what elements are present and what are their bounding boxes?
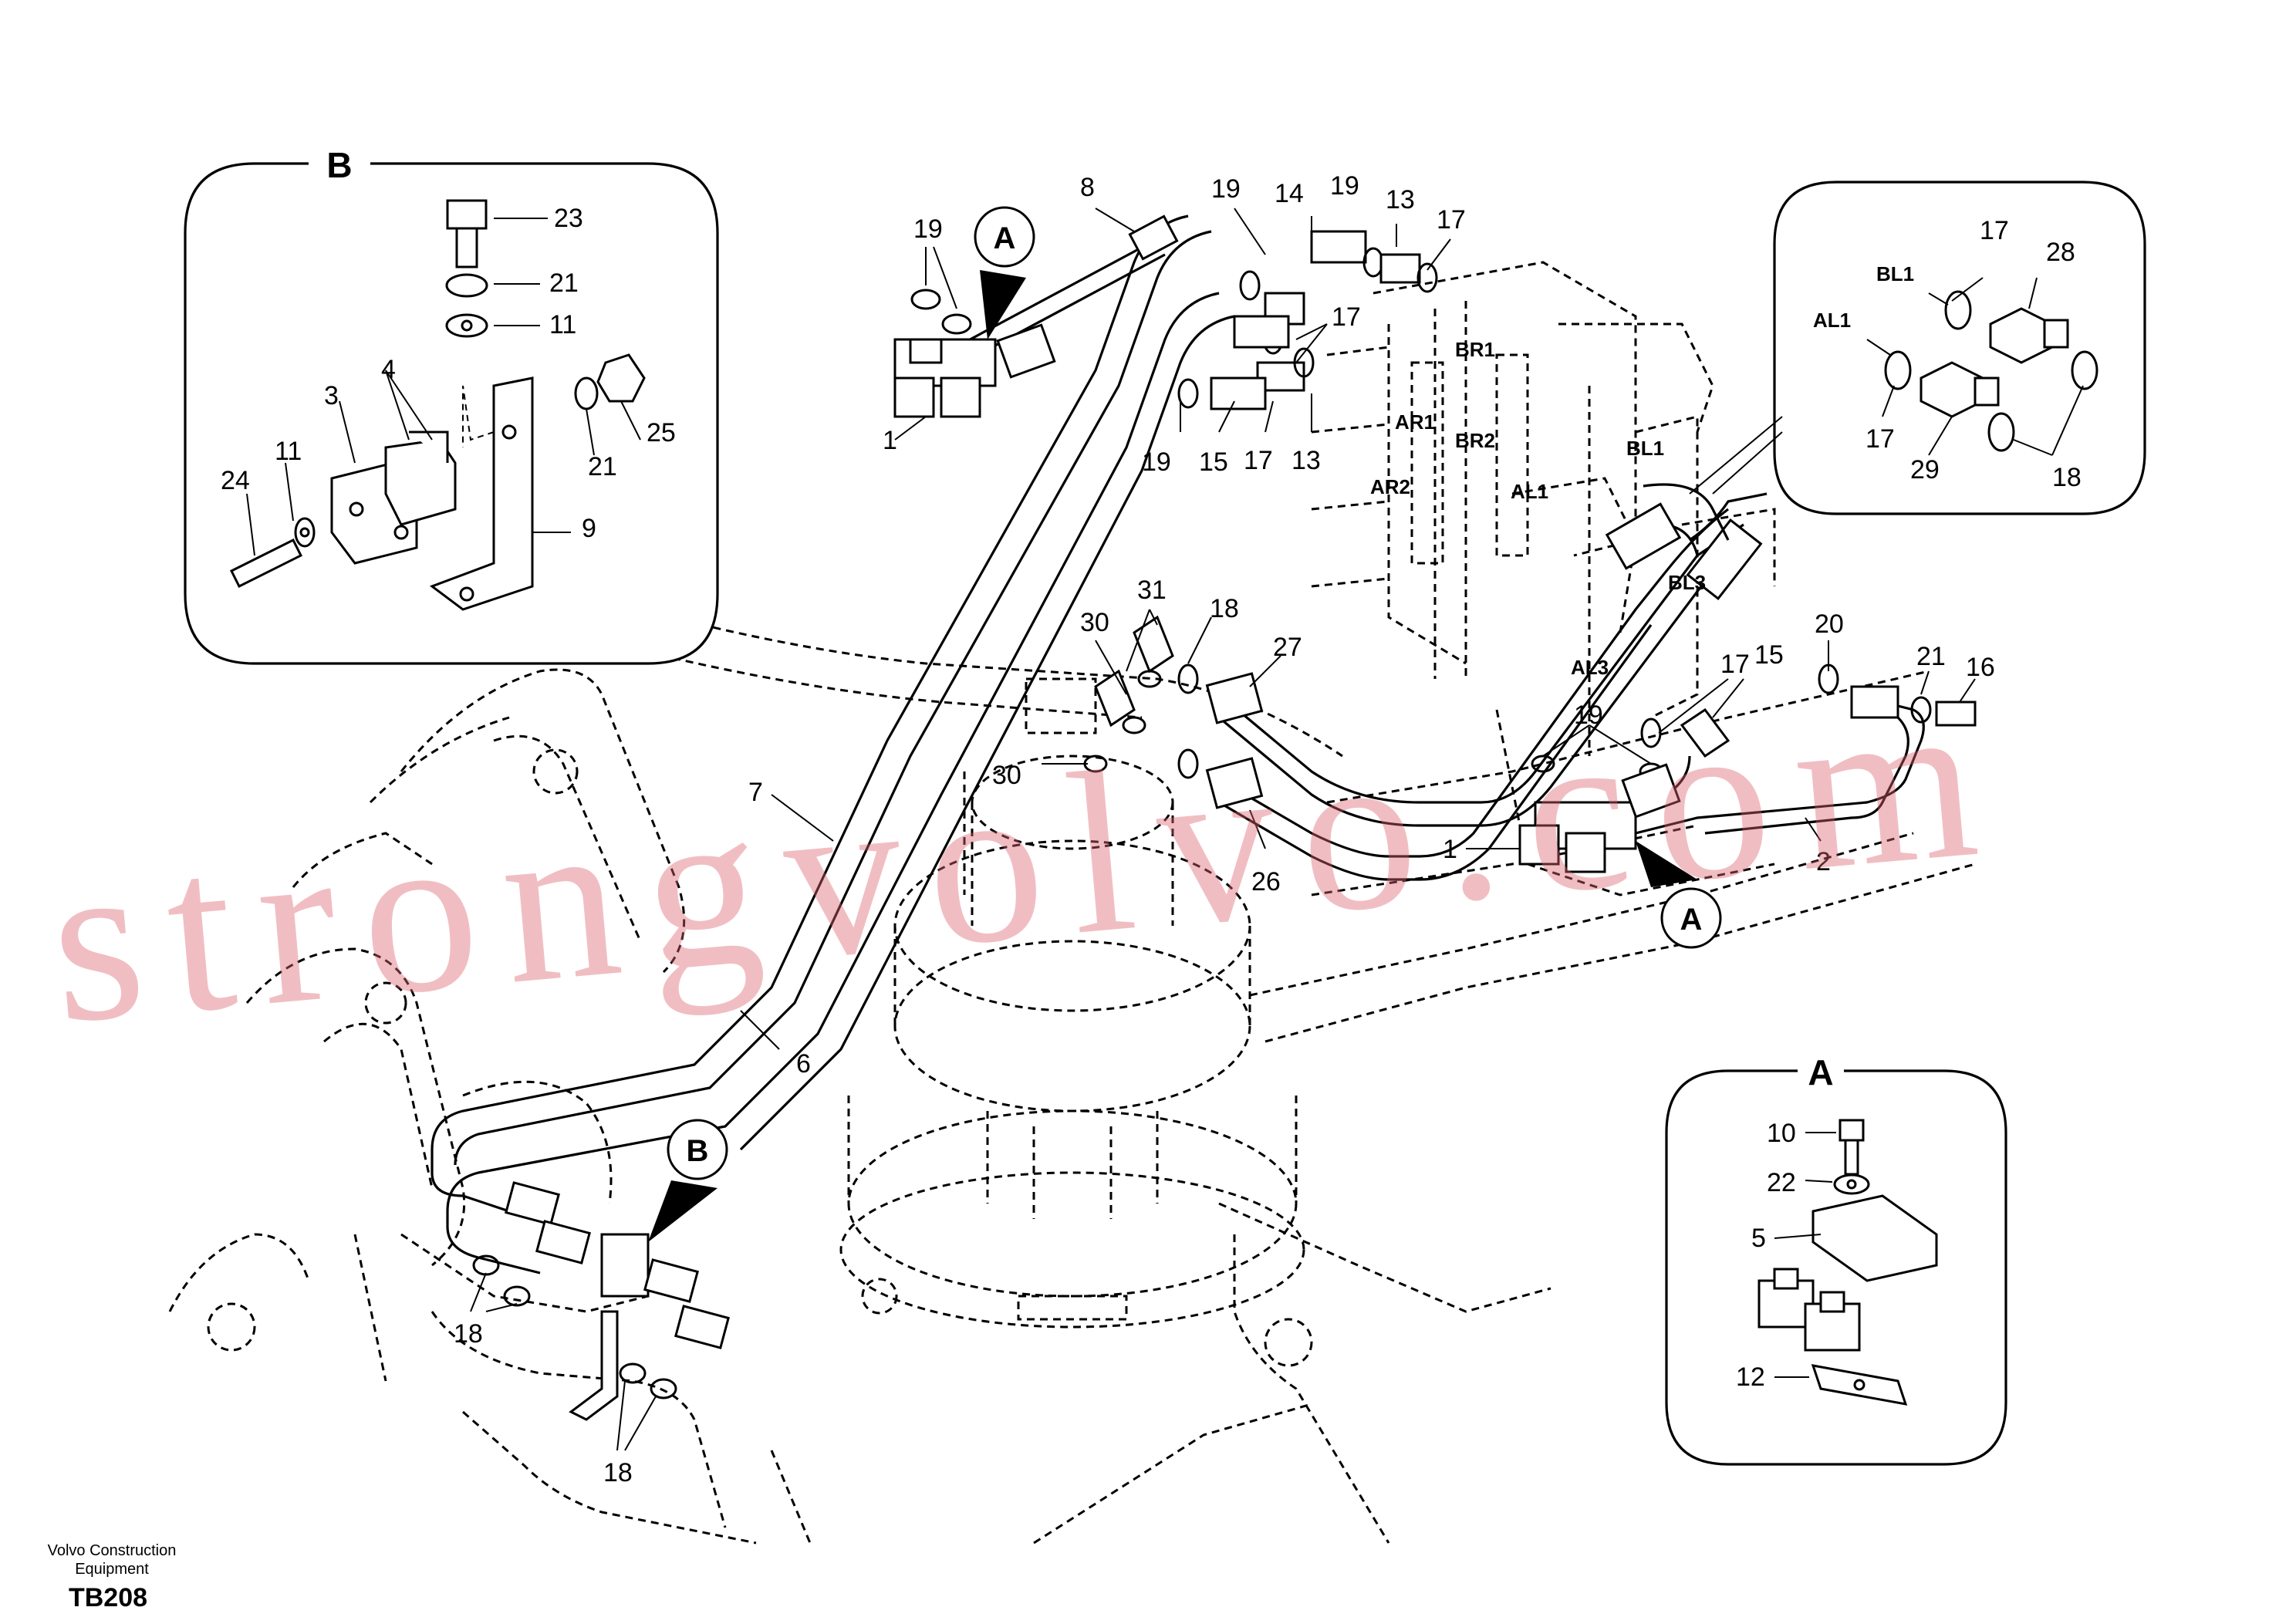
pipe-2	[1635, 685, 1925, 835]
label: 18	[454, 1319, 483, 1349]
label: 17	[1980, 216, 2009, 245]
port-label: AL3	[1571, 656, 1609, 679]
label: 18	[603, 1458, 633, 1487]
label: 18	[2052, 463, 2082, 492]
label-layer: B 23 21 11 4 3 11 24 21 25 9 17 28 BL1 A…	[221, 145, 2082, 1487]
fittings-upper	[893, 230, 1438, 418]
bolt-23	[446, 199, 488, 268]
label: 17	[1720, 650, 1750, 679]
inset-a	[1665, 1055, 2007, 1466]
port-label: BL1	[1876, 262, 1914, 285]
label: 5	[1751, 1224, 1766, 1253]
label: 1	[1443, 835, 1457, 864]
leader-lines	[470, 208, 1976, 1451]
label: 28	[2046, 238, 2075, 267]
label: 19	[1574, 701, 1603, 730]
label: 20	[1815, 609, 1844, 639]
label: 21	[588, 452, 617, 481]
label: 11	[549, 310, 576, 339]
label: 27	[1273, 633, 1302, 662]
label: 13	[1386, 185, 1415, 214]
label: 31	[1137, 576, 1167, 605]
label: 13	[1292, 446, 1321, 475]
inset-top-right	[1689, 181, 2146, 515]
port-label: AR1	[1395, 410, 1435, 434]
label: 3	[324, 381, 339, 410]
hose-6	[446, 292, 1235, 1275]
fittings-middle	[1083, 615, 1264, 809]
label: 25	[647, 418, 676, 447]
label: 18	[1210, 594, 1239, 623]
footer-figure-code: TB208	[69, 1583, 147, 1612]
port-label: BL1	[1626, 437, 1664, 460]
label: 1	[883, 426, 897, 455]
port-label: BR2	[1455, 429, 1495, 452]
hose-26	[1218, 508, 1729, 881]
label: 12	[1736, 1362, 1765, 1392]
label: 2	[1816, 847, 1831, 876]
port-label: BR1	[1455, 338, 1495, 361]
fittings-right	[1518, 663, 1977, 873]
callout-a-top	[974, 206, 1035, 339]
label: 6	[796, 1049, 811, 1079]
label: 11	[275, 437, 302, 466]
callout-a-letter: A	[1680, 903, 1703, 937]
port-label: AL1	[1511, 480, 1548, 503]
label: 19	[913, 214, 943, 244]
label: 17	[1866, 424, 1895, 454]
label: 9	[582, 514, 596, 543]
label: 21	[1916, 642, 1946, 671]
port-label: AR2	[1370, 475, 1410, 498]
label: 7	[748, 778, 763, 807]
label: 24	[221, 466, 250, 495]
label: 16	[1966, 653, 1995, 682]
label: 10	[1767, 1119, 1796, 1148]
label: 19	[1330, 171, 1359, 201]
label: 19	[1211, 174, 1241, 204]
inset-b	[184, 147, 719, 665]
label: 17	[1437, 205, 1466, 235]
inset-b-title: B	[326, 145, 352, 185]
label: 4	[381, 355, 396, 384]
callout-a-right	[1636, 841, 1722, 949]
label: 30	[1080, 608, 1109, 637]
label: 17	[1244, 446, 1273, 475]
callout-b-letter: B	[687, 1134, 709, 1168]
label: 15	[1754, 640, 1784, 670]
label: 23	[554, 204, 583, 233]
label: 15	[1199, 447, 1228, 477]
label: 17	[1332, 302, 1361, 332]
port-label: BL3	[1668, 571, 1706, 594]
label: 14	[1275, 179, 1304, 208]
hose-27	[1217, 518, 1763, 827]
inset-a-title: A	[1808, 1052, 1833, 1092]
footer-company-line1: Volvo Construction	[48, 1542, 177, 1559]
label: 8	[1080, 173, 1095, 202]
label: 26	[1251, 867, 1281, 896]
callout-a-letter: A	[994, 221, 1016, 255]
port-label: AL1	[1813, 309, 1851, 332]
label: 21	[549, 268, 579, 298]
fittings-lower-left	[472, 1181, 730, 1421]
label: 22	[1767, 1168, 1796, 1197]
hose-bl-connections	[1605, 483, 1768, 570]
label: 29	[1910, 455, 1940, 484]
callout-b-main	[648, 1119, 728, 1242]
label: 19	[1142, 447, 1171, 477]
label: 30	[992, 761, 1021, 790]
footer-company-line2: Equipment	[75, 1561, 149, 1578]
